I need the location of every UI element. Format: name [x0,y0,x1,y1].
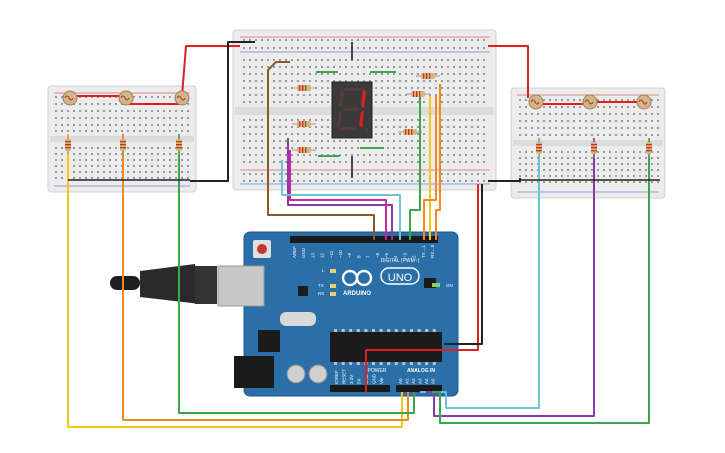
digital-header-label: DIGITAL (PWM~) [381,258,420,264]
pin-label: 8 [356,255,361,258]
power-header-label: POWER [368,368,387,374]
wire-green-d [409,96,421,240]
segment-g [343,108,360,111]
usb-port [217,265,265,307]
resistor-icon [416,73,440,79]
wire-red-left-top [181,45,240,97]
wire-red-5v [365,184,479,392]
wire-black-left-ground [190,41,240,182]
segment-a [342,88,362,91]
segment-c [359,110,364,128]
pin-label: IOREF [334,370,339,384]
pin-label: A0 [398,378,403,384]
resistor-icon [591,138,597,158]
wire-magenta-d [289,150,387,240]
seven-segment-display: 1 [331,81,373,139]
on-led-label: ON [446,283,453,288]
pin-label: A2 [411,378,416,384]
wire-red-right-top [488,45,529,98]
power-header-strip [330,385,390,392]
pin-label: RESET [342,369,347,384]
side-resistors [65,135,652,158]
wire-purple-d [287,138,393,240]
resistor-icon [176,135,182,155]
pin-label: TX→1 [421,245,426,258]
pin-label: ~6 [375,252,380,258]
pin-label: 5V [357,378,362,384]
atmega-chip [330,332,442,362]
wire-green-a2 [178,134,415,414]
right-breadboard[interactable] [510,87,666,199]
resistor-icon [120,135,126,155]
pin-label: A5 [431,378,436,384]
digital-header-strip [290,236,438,243]
l-led-label: L [322,268,325,273]
wire-brown [267,61,375,240]
resistor-icon [536,138,542,158]
pin-label: GND [372,373,377,384]
tx-led-label: TX [318,283,324,288]
uno-badge [380,267,420,285]
pin-label: A1 [405,378,410,384]
segment-b [361,89,366,108]
resistor-icon [292,121,316,127]
pin-label: ~9 [347,252,352,258]
photoresistor-icon [118,90,134,106]
arduino-uno-board[interactable]: UNO ARDUINO DIGITAL (PWM~) ANALOG IN POW… [110,231,459,397]
pin-label: 3.3V [349,375,354,384]
segment-f [339,89,344,108]
resistor-icon [646,138,652,158]
resistor-icon [292,147,316,153]
wire-orange-d [435,84,441,240]
resistor-icon [65,135,71,155]
usb-cable [110,264,217,304]
pin-label: ~10 [338,250,343,258]
pin-label: 4 [393,255,398,258]
wires [67,41,660,428]
pin-label: AREF [292,246,297,258]
segment-dp [365,128,369,132]
segment-d [340,127,358,130]
pin-label: 12 [320,252,325,258]
resistor-icon [292,85,316,91]
wire-cyan-d [281,160,401,240]
segment-e [337,110,342,128]
pin-label: 2 [412,255,417,258]
resistor-icon [398,129,422,135]
pin-label: ~11 [329,250,334,258]
right-breadboard-holes [519,99,659,183]
wire-yellow-a0 [67,134,403,428]
wire-orange-d2 [423,96,437,240]
arduino-brand-label: ARDUINO [343,291,371,297]
photoresistor-icon [174,90,190,106]
pin-label: ~5 [384,252,389,258]
pin-label: 13 [310,252,315,258]
analog-header-label: ANALOG IN [407,368,435,374]
pin-label: A3 [418,378,423,384]
rx-led-label: RX [318,291,324,296]
pin-label: A4 [424,378,429,384]
power-jack-icon [234,356,274,388]
pin-label: ~3 [402,252,407,258]
wire-black-right-ground [488,178,521,182]
uno-model-label: UNO [388,272,413,284]
analog-header-strip [396,385,442,392]
photoresistors [62,90,652,110]
pin-label: GND [301,247,306,258]
pin-label: Vin [379,377,384,384]
wire-green-a5 [432,138,650,424]
pin-label: 7 [366,255,371,258]
resistor-icon [406,91,430,97]
photoresistor-icon [582,94,598,110]
arduino-logo-icon [341,269,373,287]
wire-orange-a1 [122,134,409,421]
wire-black-gnd [444,184,483,345]
photoresistor-icon [62,90,78,106]
center-resistors [292,73,440,153]
pin-label: RX←0 [430,244,435,258]
wire-purple-a4 [426,138,595,417]
photoresistor-icon [636,94,652,110]
photoresistor-icon [528,94,544,110]
